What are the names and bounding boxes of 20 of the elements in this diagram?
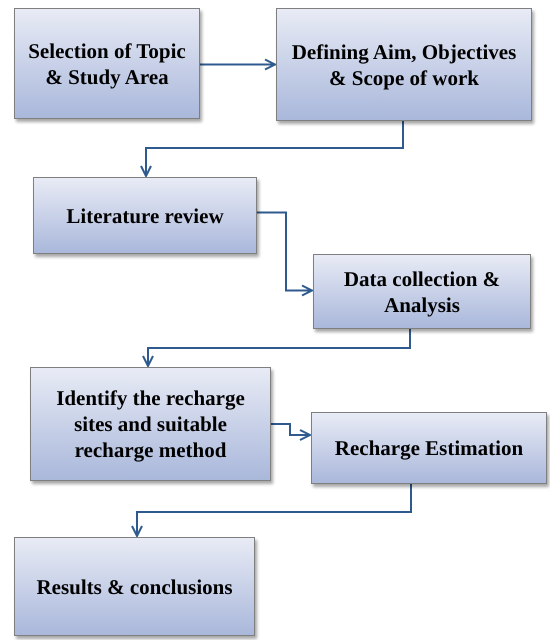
process-box	[33, 177, 257, 254]
box-label: Results & conclusions	[36, 574, 233, 600]
arrow	[142, 329, 411, 367]
arrow	[200, 58, 276, 70]
arrow	[257, 212, 313, 296]
box-label: Recharge Estimation	[334, 435, 524, 461]
arrow	[131, 484, 412, 537]
process-box	[311, 412, 547, 484]
box-label: Identify the recharge sites and suitable recharge method	[55, 385, 246, 463]
box-label: Selection of Topic & Study Area	[27, 38, 187, 90]
box-label: Defining Aim, Objectives & Scope of work	[290, 38, 518, 90]
arrow	[140, 121, 404, 177]
process-box	[14, 8, 200, 119]
process-box	[14, 537, 255, 636]
process-box	[313, 254, 531, 329]
process-box	[276, 8, 532, 121]
arrow	[271, 423, 311, 441]
box-label: Literature review	[66, 202, 224, 228]
box-label: Data collection & Analysis	[342, 266, 502, 318]
process-box	[30, 367, 271, 481]
